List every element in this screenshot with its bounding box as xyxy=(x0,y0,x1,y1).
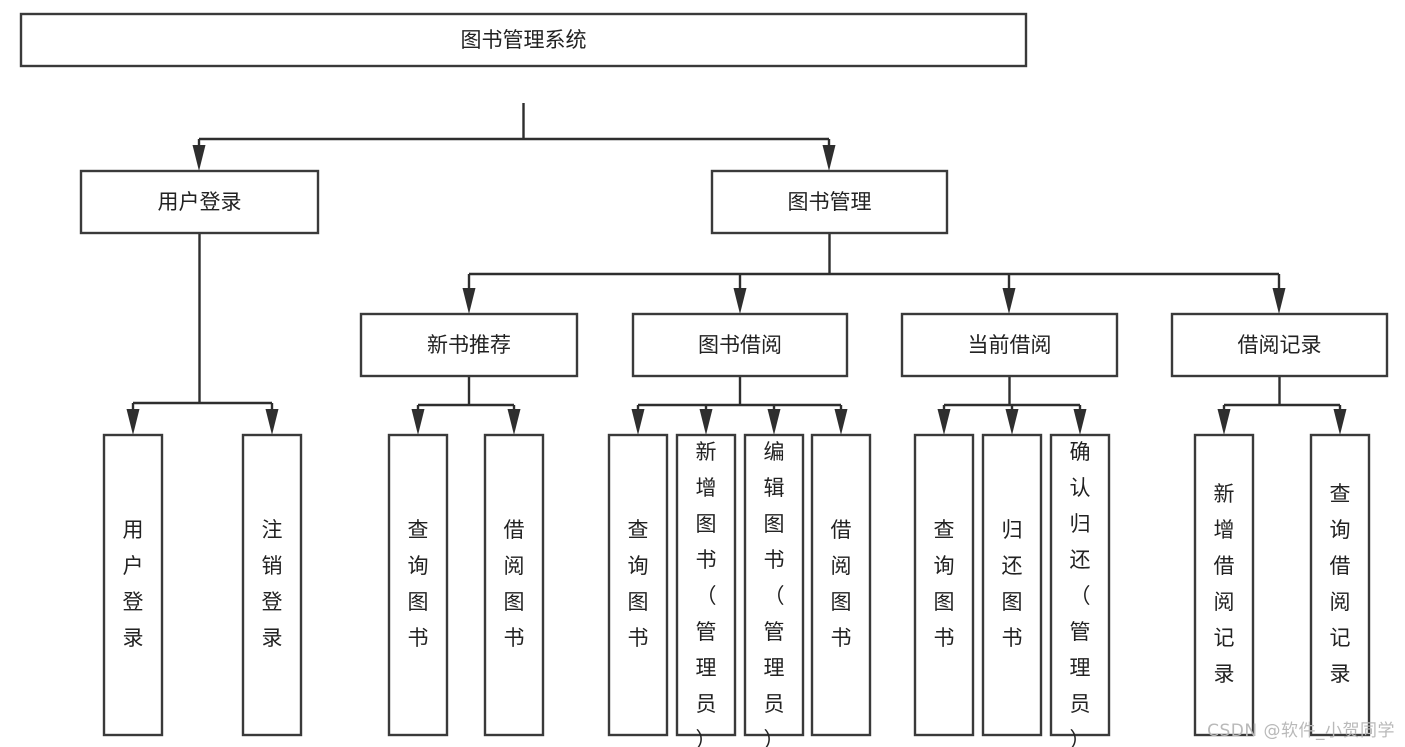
node-borrow[interactable]: 图书借阅 xyxy=(631,312,849,378)
arrow-head-icon xyxy=(822,145,836,171)
node-label: 新增借阅记录 xyxy=(1214,482,1235,686)
node-label: 借阅图书 xyxy=(831,518,852,650)
node-box[interactable] xyxy=(1049,433,1111,737)
connector-group xyxy=(1217,376,1347,435)
arrow-head-icon xyxy=(411,409,425,435)
connector-group xyxy=(192,103,836,171)
node-box[interactable] xyxy=(900,312,1119,378)
node-box[interactable] xyxy=(387,433,449,737)
node-label: 当前借阅 xyxy=(968,333,1052,357)
node-box[interactable] xyxy=(607,433,669,737)
node-leaf-rec-2[interactable]: 查询借阅记录 xyxy=(1309,433,1371,737)
node-label: 查询借阅记录 xyxy=(1330,482,1351,686)
node-newbook[interactable]: 新书推荐 xyxy=(359,312,579,378)
node-label: 查询图书 xyxy=(408,518,429,650)
arrow-head-icon xyxy=(1005,409,1019,435)
node-box[interactable] xyxy=(1170,312,1389,378)
node-leaf-cur-2[interactable]: 归还图书 xyxy=(981,433,1043,737)
node-label: 新增图书（管理员） xyxy=(696,440,717,747)
arrow-head-icon xyxy=(1333,409,1347,435)
node-leaf-rec-1[interactable]: 新增借阅记录 xyxy=(1193,433,1255,737)
node-leaf-new-1[interactable]: 查询图书 xyxy=(387,433,449,737)
node-box[interactable] xyxy=(483,433,545,737)
node-bookmgmt[interactable]: 图书管理 xyxy=(710,169,949,235)
node-label: 归还图书 xyxy=(1002,518,1023,650)
node-leaf-login-2[interactable]: 注销登录 xyxy=(241,433,303,737)
node-root[interactable]: 图书管理系统 xyxy=(19,12,1028,68)
node-label: 用户登录 xyxy=(123,518,144,650)
arrow-head-icon xyxy=(126,409,140,435)
node-box[interactable] xyxy=(810,433,872,737)
arrow-head-icon xyxy=(631,409,645,435)
node-box[interactable] xyxy=(241,433,303,737)
node-leaf-login-1[interactable]: 用户登录 xyxy=(102,433,164,737)
node-current[interactable]: 当前借阅 xyxy=(900,312,1119,378)
node-label: 新书推荐 xyxy=(427,333,511,357)
node-label: 借阅记录 xyxy=(1238,333,1322,357)
node-leaf-cur-3[interactable]: 确认归还（管理员） xyxy=(1049,433,1111,747)
node-box[interactable] xyxy=(19,12,1028,68)
connector-group xyxy=(126,233,279,435)
arrow-head-icon xyxy=(1002,288,1016,314)
node-box[interactable] xyxy=(359,312,579,378)
node-box[interactable] xyxy=(102,433,164,737)
node-label: 确认归还（管理员） xyxy=(1070,440,1091,747)
arrow-head-icon xyxy=(192,145,206,171)
connector-group xyxy=(462,233,1286,314)
node-leaf-borrow-3[interactable]: 编辑图书（管理员） xyxy=(743,433,805,747)
node-label: 注销登录 xyxy=(262,518,283,650)
node-label: 借阅图书 xyxy=(504,518,525,650)
connector-group xyxy=(631,376,848,435)
node-box[interactable] xyxy=(1309,433,1371,737)
arrow-head-icon xyxy=(1073,409,1087,435)
node-box[interactable] xyxy=(79,169,320,235)
arrow-head-icon xyxy=(834,409,848,435)
node-box[interactable] xyxy=(675,433,737,737)
node-label: 图书管理系统 xyxy=(461,28,587,52)
node-leaf-borrow-4[interactable]: 借阅图书 xyxy=(810,433,872,737)
node-leaf-new-2[interactable]: 借阅图书 xyxy=(483,433,545,737)
connector-group xyxy=(937,376,1087,435)
node-records[interactable]: 借阅记录 xyxy=(1170,312,1389,378)
node-leaf-cur-1[interactable]: 查询图书 xyxy=(913,433,975,737)
node-label: 查询图书 xyxy=(934,518,955,650)
arrow-head-icon xyxy=(767,409,781,435)
arrow-head-icon xyxy=(507,409,521,435)
node-box[interactable] xyxy=(1193,433,1255,737)
node-leaf-borrow-2[interactable]: 新增图书（管理员） xyxy=(675,433,737,747)
node-box[interactable] xyxy=(631,312,849,378)
arrow-head-icon xyxy=(462,288,476,314)
node-box[interactable] xyxy=(743,433,805,737)
node-box[interactable] xyxy=(981,433,1043,737)
node-login[interactable]: 用户登录 xyxy=(79,169,320,235)
arrow-head-icon xyxy=(265,409,279,435)
arrow-head-icon xyxy=(733,288,747,314)
node-leaf-borrow-1[interactable]: 查询图书 xyxy=(607,433,669,737)
connector-layer xyxy=(126,103,1347,435)
node-label: 用户登录 xyxy=(158,190,242,214)
arrow-head-icon xyxy=(1217,409,1231,435)
arrow-head-icon xyxy=(699,409,713,435)
connector-group xyxy=(411,376,521,435)
node-label: 查询图书 xyxy=(628,518,649,650)
node-box[interactable] xyxy=(913,433,975,737)
node-label: 图书管理 xyxy=(788,190,872,214)
arrow-head-icon xyxy=(1272,288,1286,314)
arrow-head-icon xyxy=(937,409,951,435)
node-label: 编辑图书（管理员） xyxy=(764,440,785,747)
node-box[interactable] xyxy=(710,169,949,235)
node-layer: 图书管理系统用户登录图书管理新书推荐图书借阅当前借阅借阅记录用户登录注销登录查询… xyxy=(19,12,1389,747)
node-label: 图书借阅 xyxy=(698,333,782,357)
